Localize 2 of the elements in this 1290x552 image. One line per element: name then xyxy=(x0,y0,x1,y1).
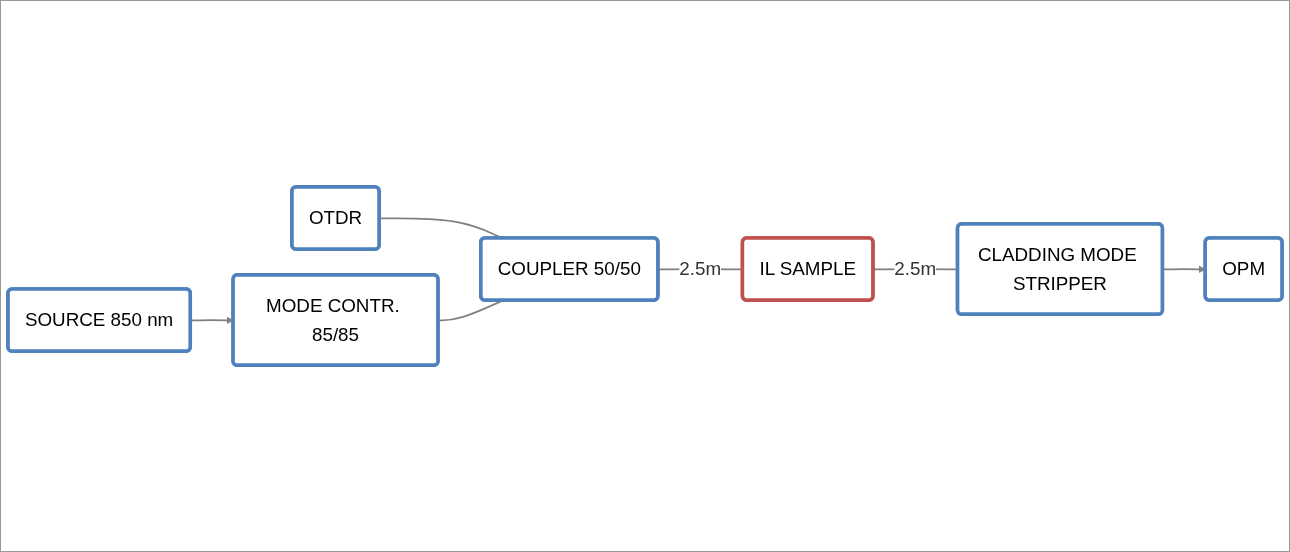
edge-label: 2.5m xyxy=(894,258,937,280)
edge-label: 2.5m xyxy=(679,258,722,280)
